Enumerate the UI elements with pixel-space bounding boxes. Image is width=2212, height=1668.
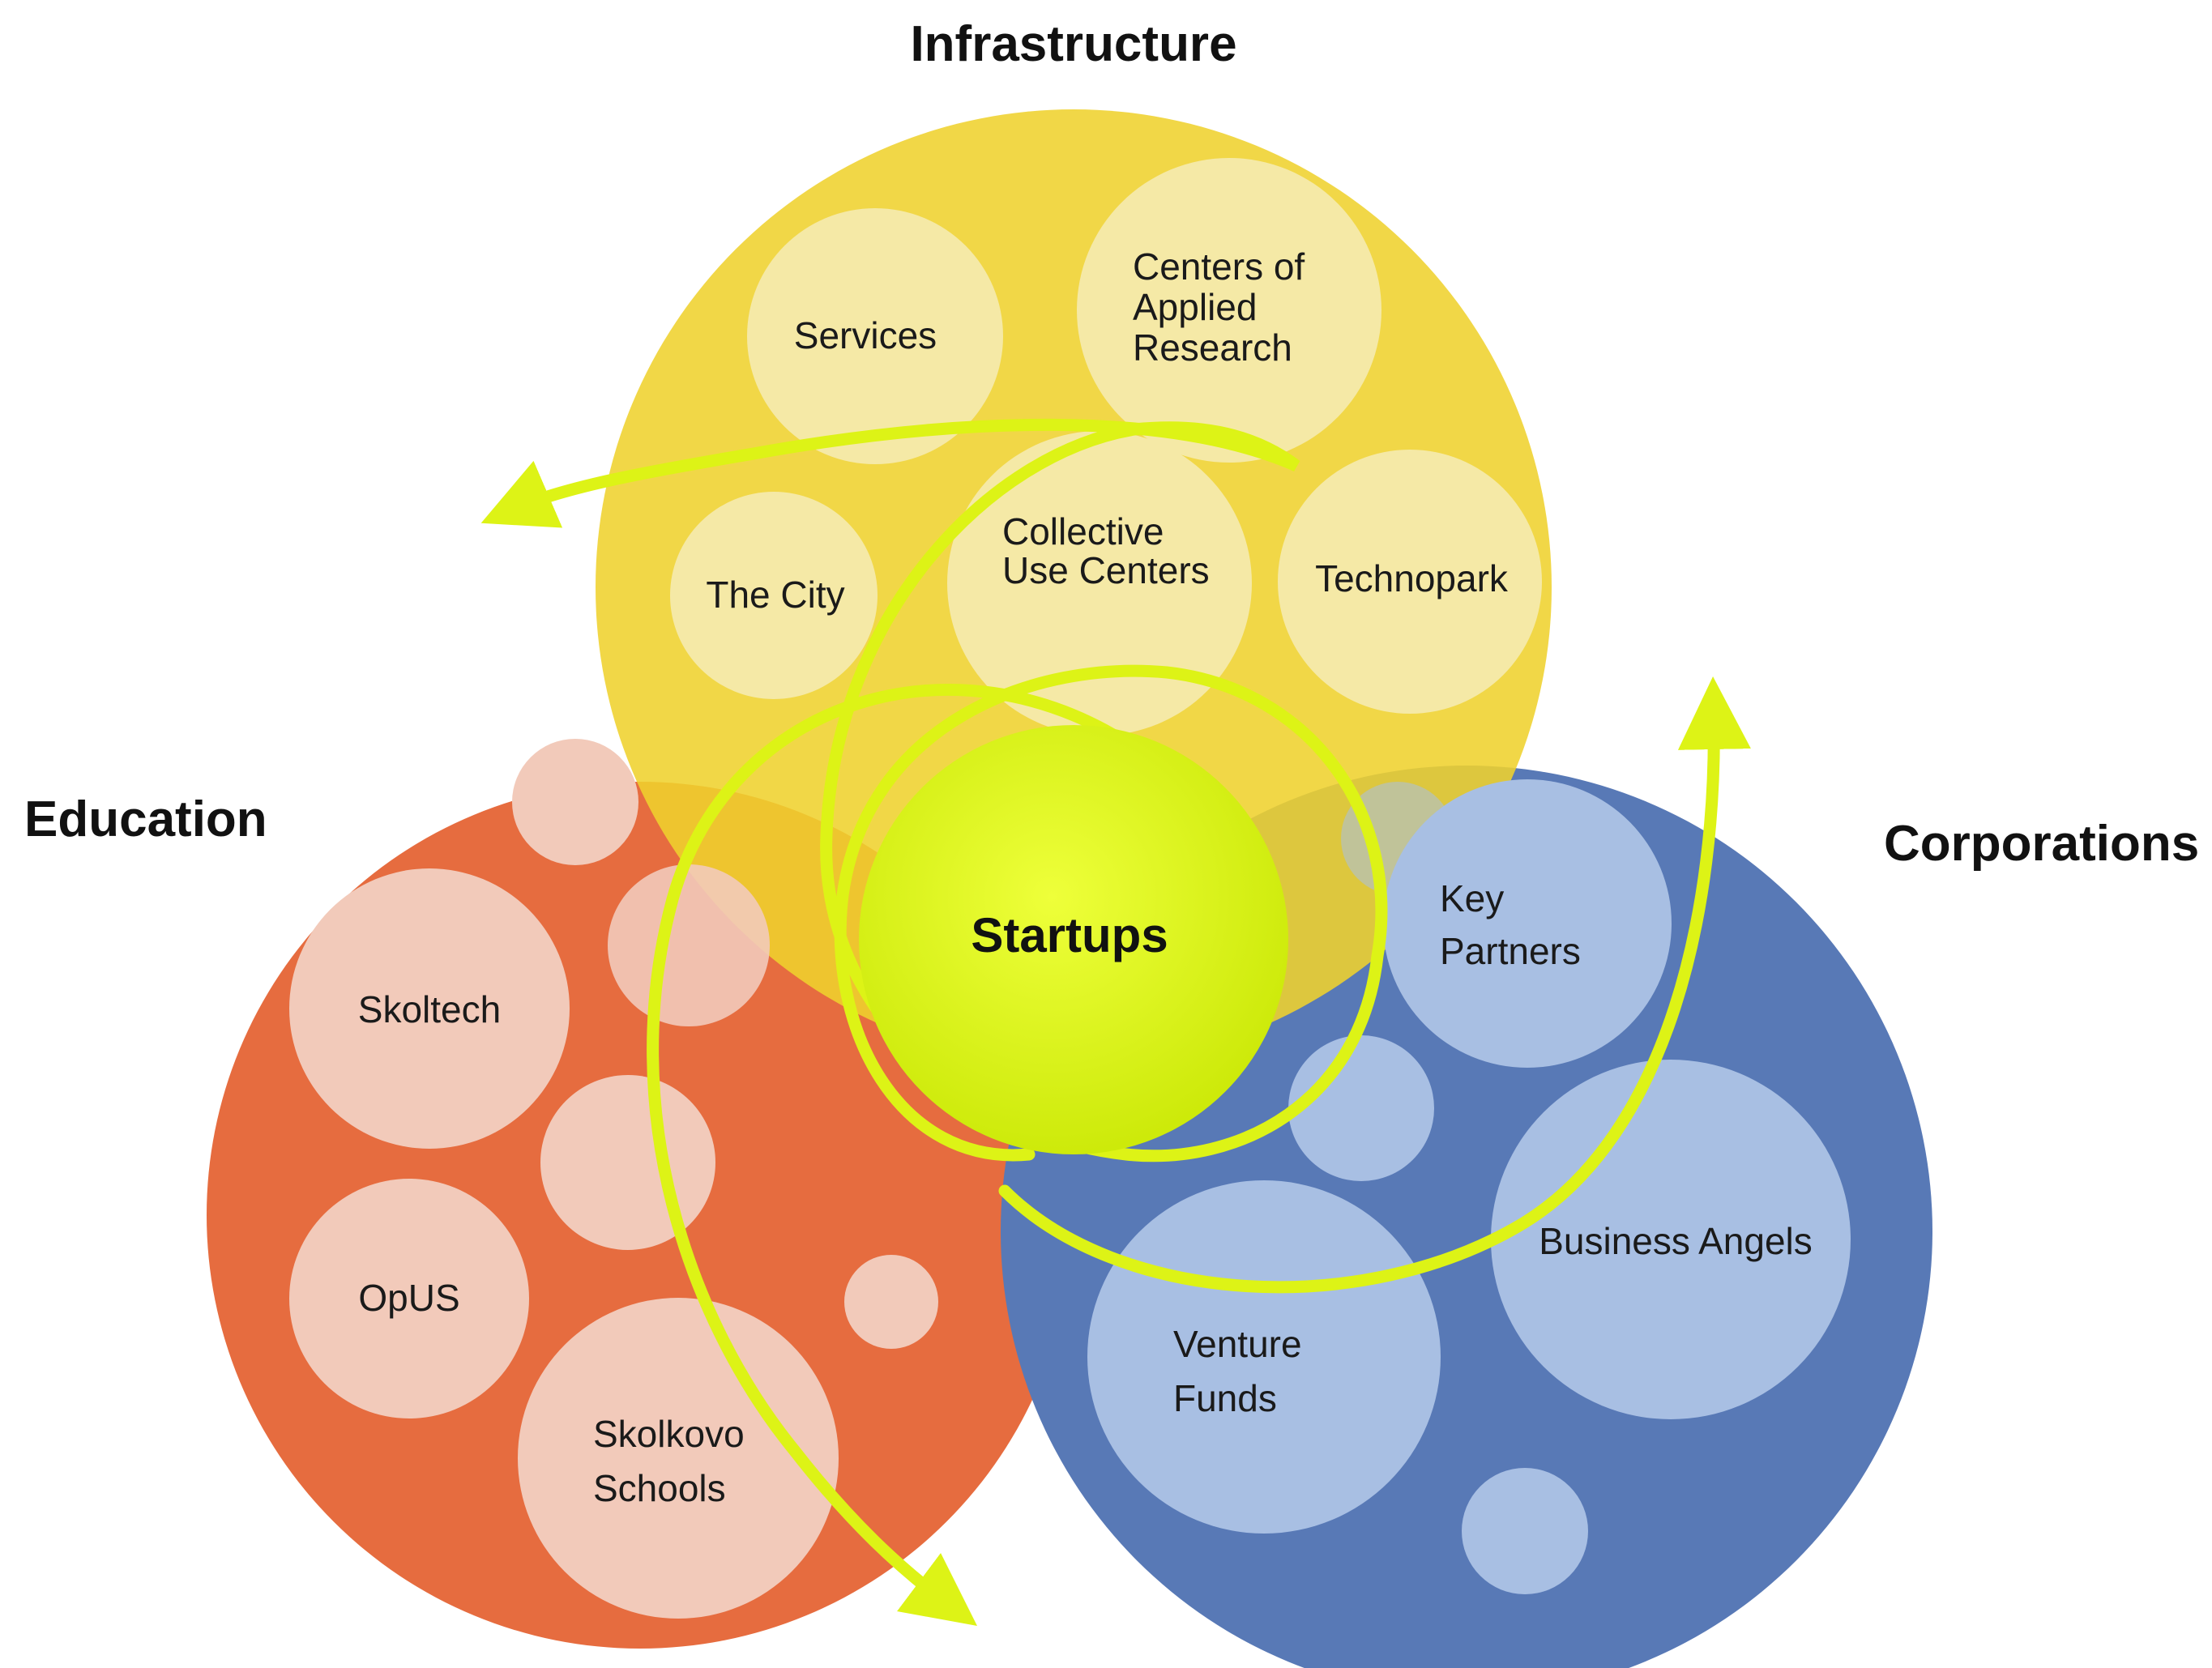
opus-bubble	[289, 1179, 529, 1418]
technopark-bubble	[1278, 450, 1542, 714]
services-label: Services	[794, 314, 937, 356]
collective-use-centers-bubble	[947, 431, 1252, 736]
corporation-small-bubble	[1288, 1035, 1434, 1181]
education-small-bubble	[540, 1075, 715, 1250]
corporation-small-bubble	[1462, 1468, 1588, 1594]
centers-applied-research-label: Centers of Applied Research	[1133, 245, 1315, 369]
startups-center-circle	[859, 725, 1288, 1154]
education-small-bubble	[608, 864, 770, 1026]
key-partners-bubble	[1383, 779, 1672, 1068]
technopark-label: Technopark	[1315, 557, 1509, 599]
the-city-label: The City	[706, 574, 844, 616]
the-city-bubble	[670, 492, 878, 699]
services-bubble	[747, 208, 1003, 464]
corporations-title: Corporations	[1884, 816, 2199, 872]
skolkovo-schools-bubble	[518, 1298, 839, 1619]
startups-label: Startups	[971, 908, 1168, 962]
venture-funds-bubble	[1087, 1180, 1441, 1534]
infrastructure-title: Infrastructure	[910, 16, 1236, 72]
collective-use-centers-label: Collective Use Centers	[1002, 510, 1210, 591]
centers-applied-research-bubble	[1077, 158, 1381, 463]
education-title: Education	[24, 791, 267, 847]
spiral-arrow-corporations	[998, 676, 1751, 1294]
skoltech-bubble	[289, 868, 570, 1149]
skolkovo-schools-label: Skolkovo Schools	[593, 1413, 754, 1509]
education-small-bubble	[844, 1255, 938, 1349]
skoltech-label: Skoltech	[358, 988, 501, 1030]
spiral-arrow-education	[647, 684, 1137, 1627]
key-partners-label: Key Partners	[1440, 877, 1581, 972]
business-angels-bubble	[1491, 1060, 1851, 1419]
education-small-bubble	[512, 739, 638, 865]
venture-funds-label: Venture Funds	[1173, 1323, 1312, 1419]
business-angels-label: Business Angels	[1539, 1220, 1813, 1262]
opus-label: OpUS	[358, 1277, 459, 1319]
